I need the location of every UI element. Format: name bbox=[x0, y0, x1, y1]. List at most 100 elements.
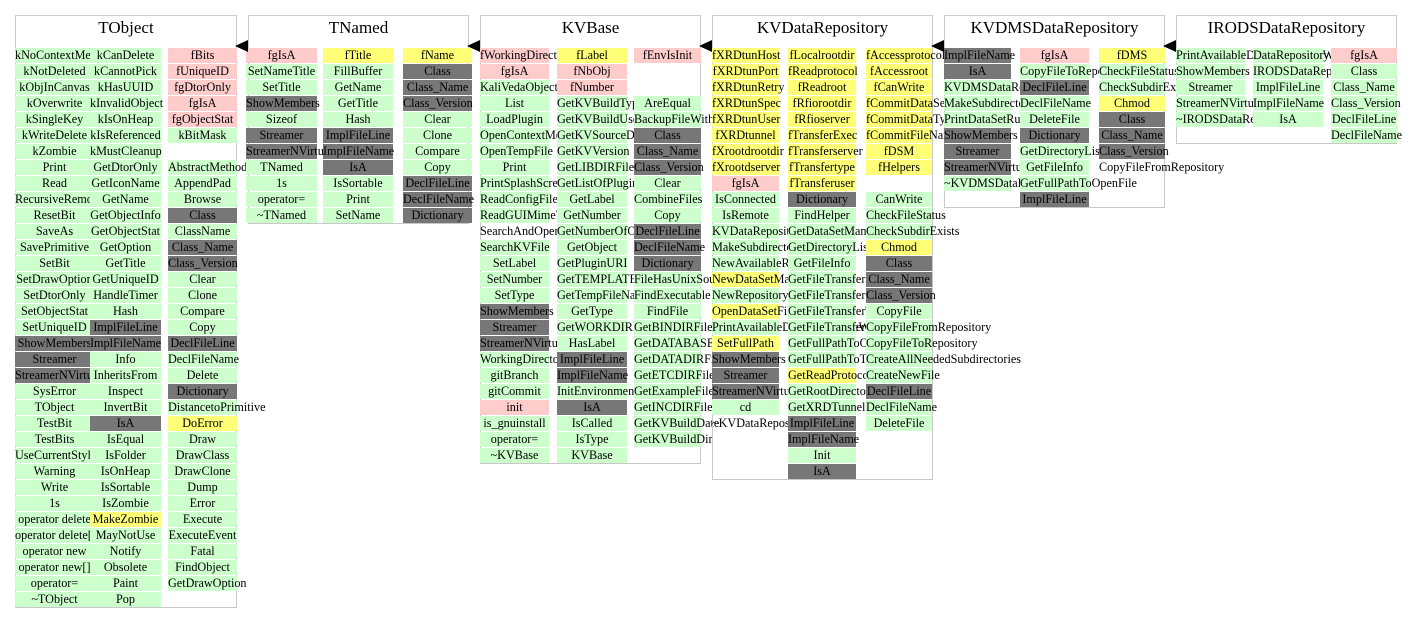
member-entry: MakeZombie bbox=[90, 512, 161, 527]
member-entry: Streamer bbox=[480, 320, 549, 335]
kvbase-class-box bbox=[480, 15, 701, 464]
member-entry: GetKVBuildType bbox=[557, 96, 644, 111]
member-entry: ReadGUIMimeTypes bbox=[480, 208, 585, 223]
member-entry: GetDataSetManager bbox=[788, 224, 888, 239]
member-entry: MayNotUse bbox=[90, 528, 161, 543]
member-entry: FillBuffer bbox=[323, 64, 393, 79]
member-entry: SetObjectStat bbox=[15, 304, 94, 319]
member-entry: GetFileTransferExec bbox=[788, 272, 890, 287]
member-entry: KVDMSDataRepository bbox=[944, 80, 1065, 95]
member-entry: ~IRODSDataRepository bbox=[1176, 112, 1296, 127]
member-entry: CopyFileToRepository bbox=[866, 336, 978, 351]
member-entry: DeclFileName bbox=[1020, 96, 1092, 111]
member-entry: GetDtorOnly bbox=[90, 160, 161, 175]
member-entry: SavePrimitive bbox=[15, 240, 94, 255]
member-entry: Class_Name bbox=[634, 144, 701, 159]
inheritance-arrow-irodsdatarepository-to-kvdmsdatarepository bbox=[1163, 40, 1176, 52]
member-entry: ExecuteEvent bbox=[168, 528, 237, 543]
member-entry: OpenTempFile bbox=[480, 144, 553, 159]
member-entry: Error bbox=[168, 496, 237, 511]
member-entry: ImplFileName bbox=[944, 48, 1016, 63]
member-entry: Init bbox=[788, 448, 856, 463]
member-entry: operator new bbox=[15, 544, 94, 559]
member-entry: Browse bbox=[168, 192, 237, 207]
member-entry: SetDrawOption bbox=[15, 272, 94, 287]
member-entry: Class_Version bbox=[1331, 96, 1401, 111]
kvdmsdatarepository-class-box bbox=[944, 15, 1165, 208]
member-entry: CreateNewFile bbox=[866, 368, 940, 383]
member-entry: TNamed bbox=[246, 160, 317, 175]
member-entry: IsCalled bbox=[557, 416, 627, 431]
member-entry: DeclFileLine bbox=[403, 176, 472, 191]
member-entry: GetBINDIRFilePath bbox=[634, 320, 735, 335]
member-entry: SetTitle bbox=[246, 80, 317, 95]
member-entry: GetKVBuildDir bbox=[634, 432, 713, 447]
member-entry: Warning bbox=[15, 464, 94, 479]
member-entry: kCanDelete bbox=[90, 48, 161, 63]
member-entry: Class_Version bbox=[634, 160, 704, 175]
member-entry: Class_Name bbox=[1099, 128, 1165, 143]
member-entry: IsSortable bbox=[90, 480, 161, 495]
member-entry: kIsOnHeap bbox=[90, 112, 161, 127]
member-entry: DistancetoPrimitive bbox=[168, 400, 266, 415]
member-entry: operator new[] bbox=[15, 560, 94, 575]
member-entry: SearchKVFile bbox=[480, 240, 550, 255]
member-entry: FindObject bbox=[168, 560, 237, 575]
member-entry: Class_Name bbox=[1331, 80, 1397, 95]
member-entry: CopyFileFromRepository bbox=[1099, 160, 1225, 174]
member-entry: is_gnuinstall bbox=[480, 416, 549, 431]
member-entry: DeclFileLine bbox=[634, 224, 701, 239]
member-entry: Print bbox=[323, 192, 393, 207]
member-entry: ~KVDMSDataRepository bbox=[944, 176, 1072, 191]
member-entry: GetKVBuildUser bbox=[557, 112, 643, 127]
member-entry: TestBit bbox=[15, 416, 94, 431]
member-entry: fLocalrootdir bbox=[788, 48, 856, 63]
member-entry: StreamerNVirtual bbox=[246, 144, 333, 159]
member-entry: GetINCDIRFilePath bbox=[634, 400, 735, 415]
member-entry: fName bbox=[403, 48, 472, 63]
member-entry: Clear bbox=[168, 272, 237, 287]
member-entry: GetType bbox=[557, 304, 627, 319]
inheritance-arrow-tnamed-to-tobject bbox=[235, 40, 248, 52]
member-entry: GetDATABASEFilePath bbox=[634, 336, 755, 351]
member-entry: ShowMembers bbox=[246, 96, 320, 111]
member-entry: OpenDataSetFile bbox=[712, 304, 796, 319]
member-entry: Obsolete bbox=[90, 560, 161, 575]
member-entry: fTransferExec bbox=[788, 128, 858, 143]
member-entry: Class bbox=[403, 64, 472, 79]
member-entry: ~KVBase bbox=[480, 448, 549, 463]
member-entry: Class_Version bbox=[1099, 144, 1169, 159]
member-entry: Compare bbox=[403, 144, 472, 159]
member-entry: kOverwrite bbox=[15, 96, 94, 111]
member-entry: kNoContextMenu bbox=[15, 48, 104, 63]
member-entry: GetListOfPlugins bbox=[557, 176, 643, 191]
member-entry bbox=[168, 144, 237, 159]
member-entry: UseCurrentStyle bbox=[15, 448, 97, 463]
member-entry: GetFullPathToTransferFile bbox=[788, 352, 920, 367]
member-entry: AbstractMethod bbox=[168, 160, 248, 175]
member-entry: GetKVSourceDir bbox=[557, 128, 643, 143]
member-entry: GetTitle bbox=[323, 96, 393, 111]
member-entry: NewRepository bbox=[712, 288, 789, 303]
member-entry: GetObjectStat bbox=[90, 224, 161, 239]
member-entry: fgObjectStat bbox=[168, 112, 237, 127]
member-entry: kHasUUID bbox=[90, 80, 161, 95]
member-entry: Compare bbox=[168, 304, 237, 319]
member-entry: Info bbox=[90, 352, 161, 367]
member-entry: ImplFileName bbox=[788, 432, 860, 447]
member-entry: IsA bbox=[557, 400, 627, 415]
member-entry: GetLabel bbox=[557, 192, 627, 207]
member-entry: SetFullPath bbox=[712, 336, 779, 351]
member-entry: IsA bbox=[944, 64, 1011, 79]
member-entry: Class bbox=[168, 208, 237, 223]
member-entry: fXRDtunHost bbox=[712, 48, 781, 63]
member-entry: ~TNamed bbox=[246, 208, 317, 223]
tobject-class-title: TObject bbox=[98, 18, 154, 37]
member-entry: ImplFileLine bbox=[788, 416, 856, 431]
